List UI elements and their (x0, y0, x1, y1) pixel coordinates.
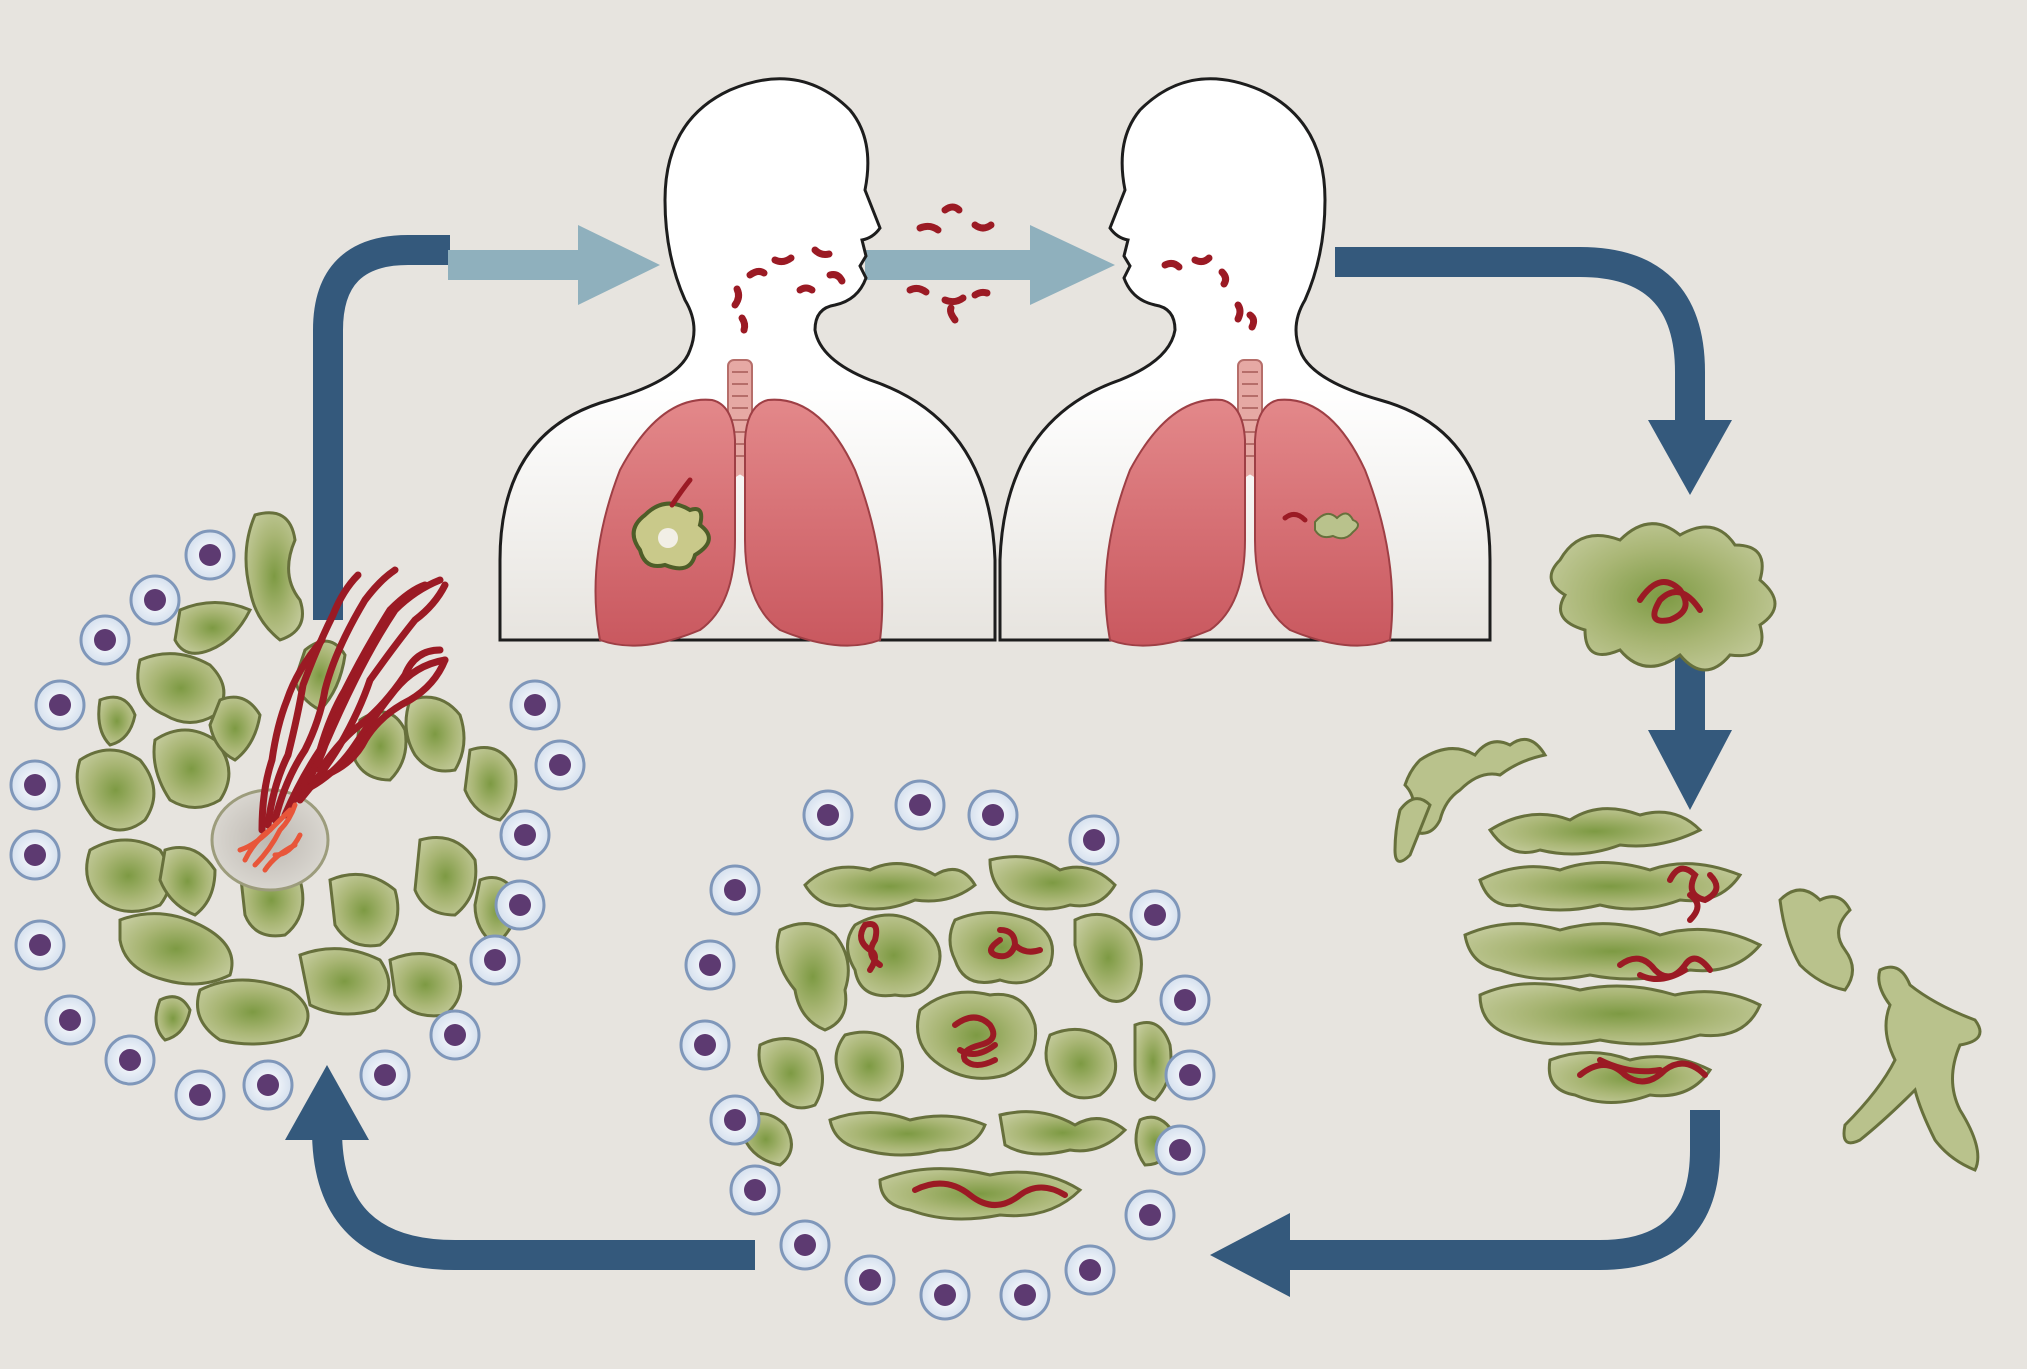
bacilli-in-aggregate (1577, 865, 1720, 1085)
granuloma-lymphocytes (679, 779, 1216, 1321)
lymphocyte-icon (509, 679, 561, 731)
arrowhead-down-2 (1648, 730, 1732, 810)
caseum-center (210, 788, 330, 892)
lymphocyte-icon (684, 939, 736, 991)
lymphocyte-icon (1064, 1244, 1116, 1296)
lymphocyte-icon (1129, 889, 1181, 941)
lymphocyte-icon (429, 1009, 481, 1061)
arrow-right-down (1335, 247, 1705, 440)
person-newly-infected (998, 77, 1492, 647)
granuloma-bacilli (858, 921, 1068, 1208)
arrow-left-up (313, 235, 450, 620)
lymphocyte-icon (709, 864, 761, 916)
arrowhead-down-1 (1648, 420, 1732, 495)
lymphocyte-icon (104, 1034, 156, 1086)
granuloma-macrophages (738, 855, 1177, 1221)
lymphocyte-icon (494, 879, 546, 931)
lymphocyte-icon (844, 1254, 896, 1306)
proliferating-bacilli (258, 566, 449, 834)
lymphocyte-icon (1124, 1189, 1176, 1241)
caseating-macrophages (75, 511, 522, 1046)
lymphocyte-icon (999, 1269, 1051, 1321)
exhaled-bacilli (731, 246, 846, 334)
lymphocyte-icon (469, 934, 521, 986)
lymphocyte-icon (129, 574, 181, 626)
arrowhead-up-left (285, 1065, 369, 1140)
lymphocyte-icon (967, 789, 1019, 841)
lymphocyte-icon (1164, 1049, 1216, 1101)
macrophage-icon (1314, 512, 1359, 540)
macrophage-aggregate (1393, 737, 1982, 1172)
infected-macrophage (1549, 522, 1777, 672)
lymphocyte-icon (729, 1164, 781, 1216)
lymphocyte-icon (242, 1059, 294, 1111)
airborne-bacilli (906, 203, 995, 324)
lymphocyte-icon (679, 1019, 731, 1071)
lymphocyte-icon (499, 809, 551, 861)
arrow-bottom-left (312, 1129, 755, 1270)
lymphocyte-icon (894, 779, 946, 831)
arrow-bottom-right (1270, 1110, 1720, 1270)
lymphocyte-icon (359, 1049, 411, 1101)
person-infected (498, 77, 997, 647)
caseating-granuloma-icon (9, 511, 586, 1121)
granuloma-icon (679, 779, 1216, 1321)
lymphocyte-icon (14, 919, 66, 971)
lymphocyte-icon (9, 829, 61, 881)
lymphocyte-icon (44, 994, 96, 1046)
arrowhead-right-top (578, 225, 660, 305)
lymphocyte-icon (34, 679, 86, 731)
bacillus-icon (669, 477, 693, 508)
lymphocyte-icon (779, 1219, 831, 1271)
cavity-icon (631, 501, 711, 571)
lymphocyte-icon (709, 1094, 761, 1146)
cycle-arrows (312, 235, 1720, 1270)
lymphocyte-icon (802, 789, 854, 841)
lymphocyte-icon (174, 1069, 226, 1121)
lymphocyte-icon (184, 529, 236, 581)
lymphocyte-icon (1154, 1124, 1206, 1176)
lymphocyte-icon (9, 759, 61, 811)
lymphocyte-icon (1068, 814, 1120, 866)
bacillus-icon (1282, 512, 1308, 523)
caseating-lymphocytes (9, 529, 586, 1121)
bacilli-in-caseum (237, 802, 303, 873)
lymphocyte-icon (534, 739, 586, 791)
lymphocyte-icon (919, 1269, 971, 1321)
arrow-heads (285, 225, 1732, 1297)
arrowhead-transmission (1030, 225, 1115, 305)
inhaled-bacilli (1161, 254, 1258, 331)
bacillus-icon (1637, 579, 1703, 624)
lymphocyte-icon (1159, 974, 1211, 1026)
arrowhead-left-bottom (1210, 1213, 1290, 1297)
lymphocyte-icon (79, 614, 131, 666)
